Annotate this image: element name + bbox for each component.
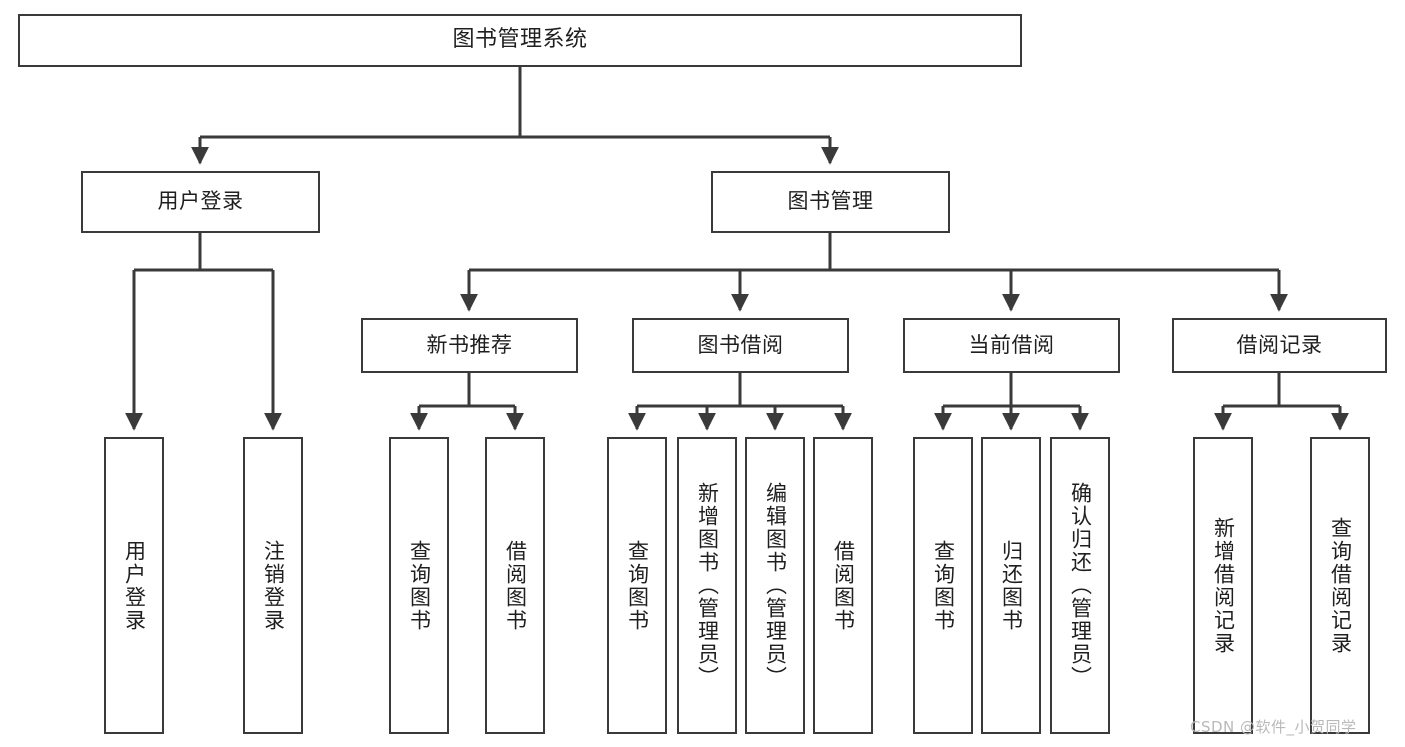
node-leaf-query-book-rec-label: 查询图书: [407, 539, 432, 632]
node-leaf-query-book-rec[interactable]: 查询图书: [389, 437, 449, 734]
node-user-login[interactable]: 用户登录: [81, 171, 320, 233]
node-leaf-confirm-return-admin[interactable]: 确认归还（管理员）: [1050, 437, 1110, 734]
node-leaf-borrow-book-label: 借阅图书: [831, 539, 856, 632]
node-leaf-edit-book-admin-label: 编辑图书（管理员）: [763, 482, 788, 689]
node-leaf-borrow-book-rec[interactable]: 借阅图书: [485, 437, 545, 734]
node-current-borrow[interactable]: 当前借阅: [903, 318, 1120, 373]
node-leaf-confirm-return-admin-label: 确认归还（管理员）: [1068, 482, 1093, 689]
node-leaf-borrow-book[interactable]: 借阅图书: [813, 437, 873, 734]
node-leaf-query-book-borrow[interactable]: 查询图书: [607, 437, 667, 734]
node-leaf-add-borrow-record-label: 新增借阅记录: [1211, 516, 1236, 655]
node-leaf-logout-login[interactable]: 注销登录: [243, 437, 303, 734]
node-leaf-query-borrow-record[interactable]: 查询借阅记录: [1310, 437, 1370, 734]
node-root-label: 图书管理系统: [452, 27, 588, 53]
node-leaf-query-book-cur-label: 查询图书: [931, 539, 956, 632]
node-book-manage-label: 图书管理: [787, 189, 874, 214]
node-leaf-user-login-label: 用户登录: [122, 539, 147, 632]
node-new-book-recommend-label: 新书推荐: [426, 332, 513, 357]
node-user-login-label: 用户登录: [157, 189, 244, 214]
node-leaf-query-book-cur[interactable]: 查询图书: [913, 437, 973, 734]
node-leaf-add-book-admin[interactable]: 新增图书（管理员）: [677, 437, 737, 734]
watermark-text: CSDN @软件_小贺同学: [1190, 718, 1357, 736]
node-leaf-edit-book-admin[interactable]: 编辑图书（管理员）: [745, 437, 805, 734]
node-book-borrow-label: 图书借阅: [697, 332, 784, 357]
node-leaf-user-login[interactable]: 用户登录: [104, 437, 164, 734]
node-borrow-record[interactable]: 借阅记录: [1172, 318, 1387, 373]
node-leaf-return-book[interactable]: 归还图书: [981, 437, 1041, 734]
node-leaf-logout-login-label: 注销登录: [261, 539, 286, 632]
node-root[interactable]: 图书管理系统: [18, 14, 1022, 67]
node-borrow-record-label: 借阅记录: [1236, 332, 1323, 357]
node-leaf-query-book-borrow-label: 查询图书: [625, 539, 650, 632]
node-leaf-query-borrow-record-label: 查询借阅记录: [1328, 516, 1353, 655]
node-leaf-borrow-book-rec-label: 借阅图书: [503, 539, 528, 632]
node-current-borrow-label: 当前借阅: [968, 332, 1055, 357]
node-leaf-add-borrow-record[interactable]: 新增借阅记录: [1193, 437, 1253, 734]
node-leaf-add-book-admin-label: 新增图书（管理员）: [695, 482, 720, 689]
node-book-borrow[interactable]: 图书借阅: [632, 318, 849, 373]
node-new-book-recommend[interactable]: 新书推荐: [361, 318, 578, 373]
node-book-manage[interactable]: 图书管理: [711, 171, 950, 233]
node-leaf-return-book-label: 归还图书: [999, 539, 1024, 632]
